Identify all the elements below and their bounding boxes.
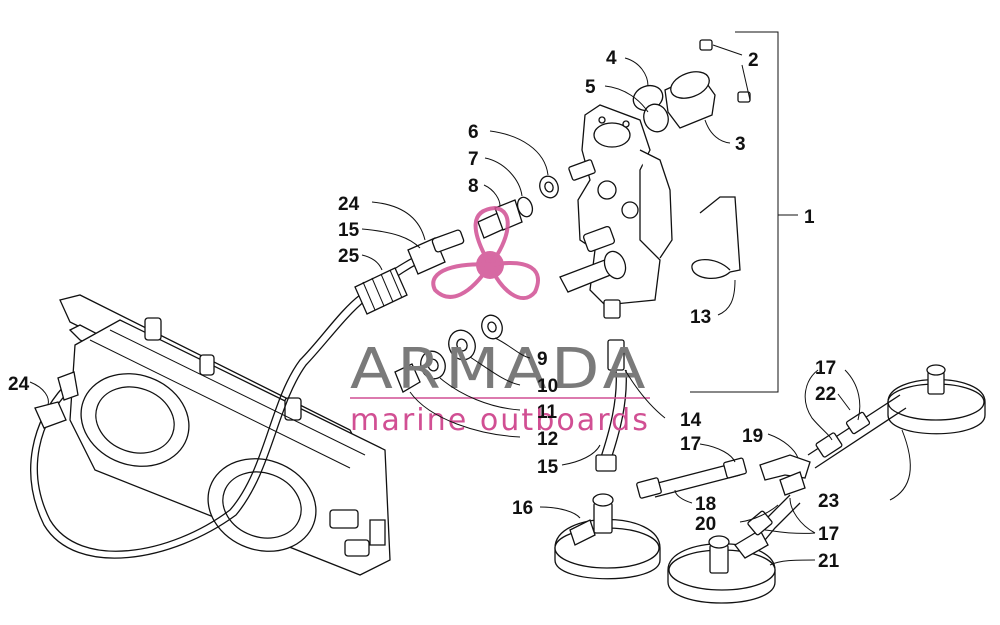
callout-12: 12 bbox=[537, 429, 558, 450]
callout-18: 18 bbox=[695, 494, 716, 515]
callout-5: 5 bbox=[585, 77, 596, 98]
callout-24-upper: 24 bbox=[338, 194, 360, 215]
callout-3: 3 bbox=[735, 134, 746, 155]
callout-labels: 1 2 3 4 5 6 7 8 9 10 11 12 13 14 15 15 1… bbox=[8, 48, 840, 572]
callout-4: 4 bbox=[606, 48, 617, 69]
fuel-pickup-16 bbox=[554, 493, 661, 580]
hose-clamp-left bbox=[34, 371, 79, 429]
callout-13: 13 bbox=[690, 307, 711, 328]
callout-15-upper: 15 bbox=[338, 220, 360, 241]
inlet-fitting bbox=[477, 175, 559, 239]
retaining-clip bbox=[691, 196, 741, 279]
callout-9: 9 bbox=[537, 349, 548, 370]
callout-24-left: 24 bbox=[8, 374, 30, 395]
pickup-hoses bbox=[636, 394, 907, 541]
fuel-pickup-21 bbox=[667, 529, 776, 604]
callout-10: 10 bbox=[537, 376, 558, 397]
throttle-body bbox=[59, 294, 391, 576]
callout-8: 8 bbox=[468, 176, 479, 197]
hose-fitting-upper bbox=[407, 229, 465, 275]
washer-stack bbox=[394, 314, 503, 393]
callout-16: 16 bbox=[512, 498, 533, 519]
brand-tagline: marine outboards bbox=[350, 403, 650, 438]
callout-7: 7 bbox=[468, 149, 479, 170]
callout-15-lower: 15 bbox=[537, 457, 559, 478]
callout-19: 19 bbox=[742, 426, 763, 447]
callout-22: 22 bbox=[815, 384, 836, 405]
callout-23: 23 bbox=[818, 491, 839, 512]
callout-1: 1 bbox=[804, 207, 815, 228]
callout-25: 25 bbox=[338, 246, 360, 267]
callout-6: 6 bbox=[468, 122, 479, 143]
callout-17-lower: 17 bbox=[818, 524, 839, 545]
callout-11: 11 bbox=[537, 402, 558, 423]
propeller-icon bbox=[431, 205, 540, 300]
assembly-bracket bbox=[690, 31, 798, 393]
fuel-pump-assembly bbox=[559, 104, 673, 319]
brand-name: ARMADA bbox=[350, 337, 650, 402]
armada-logo: ARMADA marine outboards bbox=[350, 205, 650, 438]
fuel-pickup-23 bbox=[887, 364, 986, 435]
callout-2: 2 bbox=[748, 50, 759, 71]
spring-sleeve bbox=[354, 267, 408, 315]
callout-21: 21 bbox=[818, 551, 840, 572]
pressure-regulator bbox=[632, 39, 751, 133]
callout-14: 14 bbox=[680, 410, 702, 431]
callout-20: 20 bbox=[695, 514, 716, 535]
callout-17-top: 17 bbox=[815, 358, 836, 379]
outlet-hose bbox=[595, 339, 627, 472]
leader-lines bbox=[29, 44, 911, 566]
callout-17-mid: 17 bbox=[680, 434, 701, 455]
